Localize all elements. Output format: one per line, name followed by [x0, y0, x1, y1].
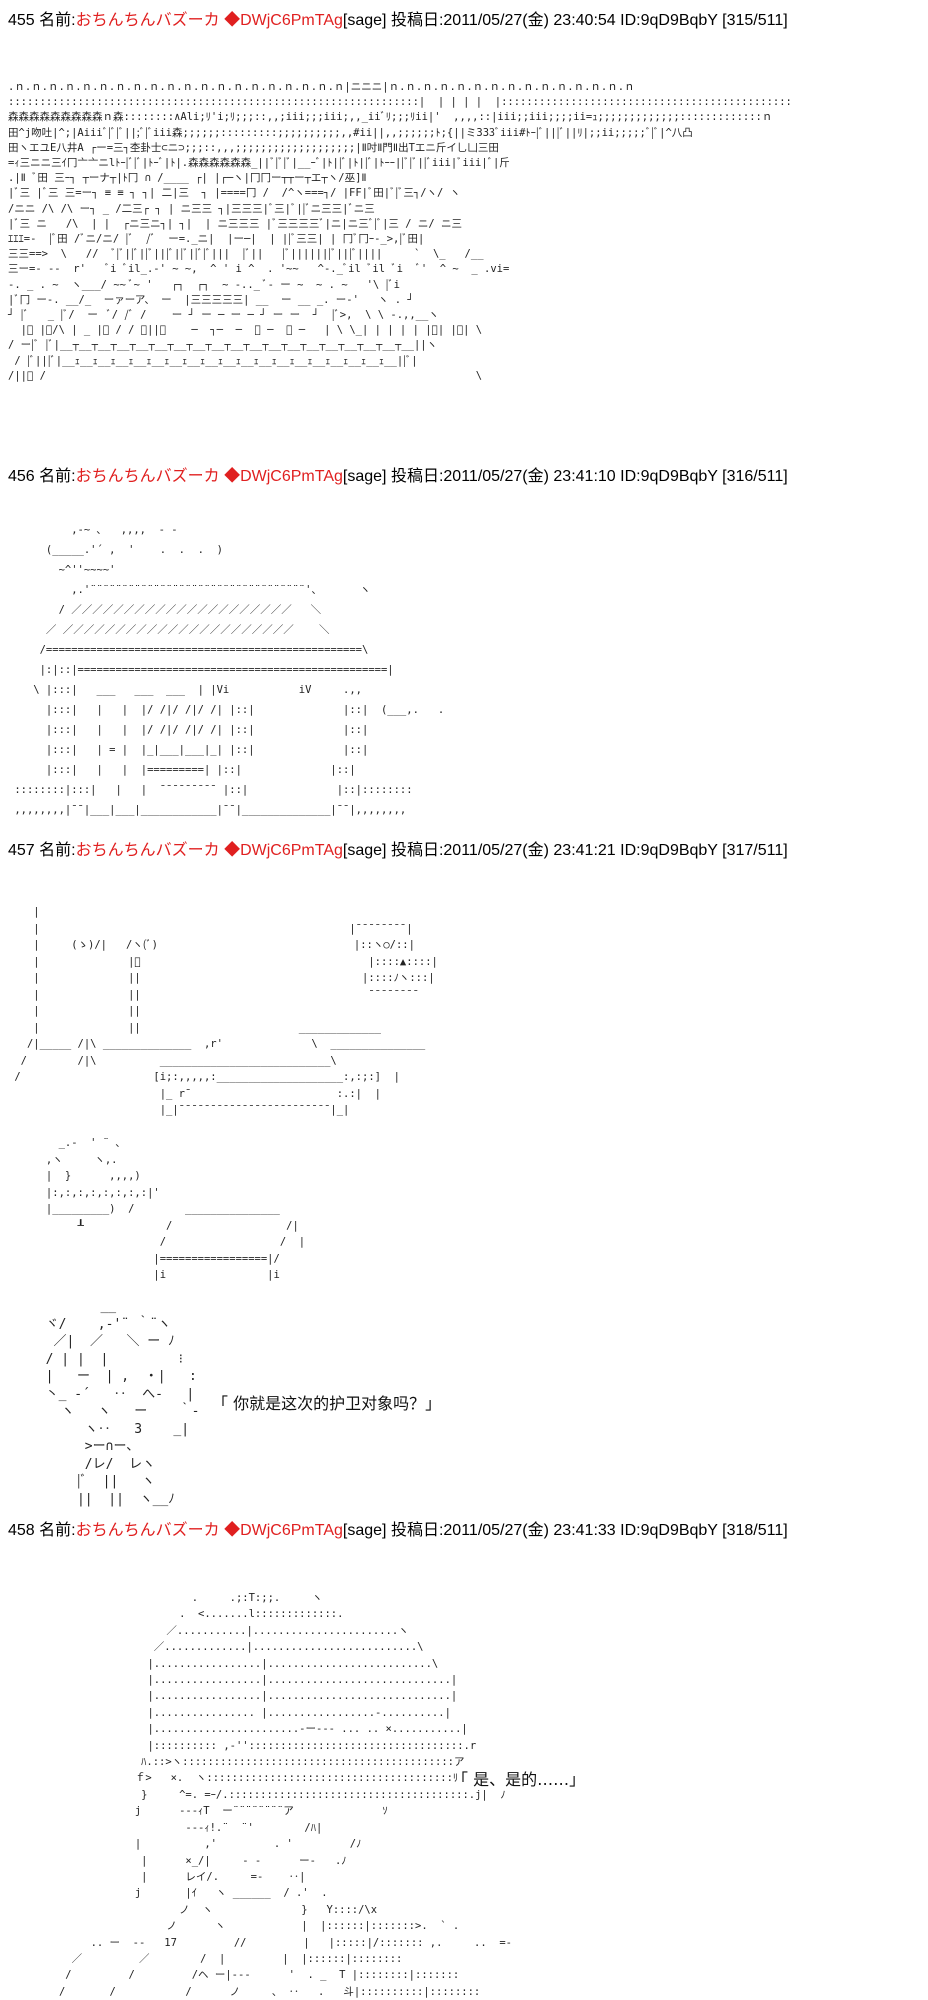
mail-field[interactable]: [sage]: [342, 468, 387, 485]
mail-field[interactable]: [sage]: [342, 1522, 387, 1539]
post-count: [318/511]: [722, 1522, 788, 1539]
house-ascii-art: ,-~ ､ ,,,, - - (_____.'´ , ' . . . ) ~^'…: [14, 524, 445, 816]
poster-id[interactable]: ID:9qD9BqbY: [620, 468, 718, 485]
room-ascii-art: | | |¯¯¯¯¯¯¯¯| | (ゝ)/| /ヽ(ﾞ) |::ヽ○/::| |…: [14, 906, 438, 1281]
post-header-458: 458 名前:おちんちんバズーカ ◆DWjC6PmTAg[sage] 投稿日:2…: [8, 1516, 788, 1540]
post-number[interactable]: 456: [8, 468, 35, 485]
post-date: 2011/05/27(金) 23:41:10: [443, 468, 616, 485]
date-label: 投稿日:: [390, 1522, 444, 1539]
poster-trip: ◆DWjC6PmTAg: [224, 1522, 343, 1539]
dialog-line-458: 「 是、是的……」: [452, 1770, 586, 1789]
poster-trip: ◆DWjC6PmTAg: [224, 468, 343, 485]
post-header-455: 455 名前:おちんちんバズーカ ◆DWjC6PmTAg[sage] 投稿日:2…: [8, 6, 788, 30]
name-label: 名前:: [39, 842, 76, 859]
poster-trip: ◆DWjC6PmTAg: [224, 842, 343, 859]
post-date: 2011/05/27(金) 23:40:54: [443, 12, 616, 29]
poster-trip: ◆DWjC6PmTAg: [224, 12, 343, 29]
date-label: 投稿日:: [390, 12, 444, 29]
poster-id[interactable]: ID:9qD9BqbY: [620, 1522, 718, 1539]
town-ascii-art: .ｎ.ｎ.ｎ.ｎ.ｎ.ｎ.ｎ.ｎ.ｎ.ｎ.ｎ.ｎ.ｎ.ｎ.ｎ.ｎ.ｎ.ｎ.ｎ.ｎ…: [8, 81, 792, 382]
poster-name[interactable]: おちんちんバズーカ: [75, 842, 220, 859]
post-number[interactable]: 458: [8, 1522, 35, 1539]
date-label: 投稿日:: [390, 842, 444, 859]
poster-id[interactable]: ID:9qD9BqbY: [620, 842, 718, 859]
post-header-456: 456 名前:おちんちんバズーカ ◆DWjC6PmTAg[sage] 投稿日:2…: [8, 462, 788, 486]
post-count: [316/511]: [722, 468, 788, 485]
mail-field[interactable]: [sage]: [342, 842, 387, 859]
name-label: 名前:: [39, 1522, 76, 1539]
dialog-line-457: 「 你就是这次的护卫对象吗？」: [212, 1394, 442, 1413]
post-date: 2011/05/27(金) 23:41:33: [443, 1522, 616, 1539]
post-count: [317/511]: [722, 842, 788, 859]
post-number[interactable]: 457: [8, 842, 35, 859]
poster-id[interactable]: ID:9qD9BqbY: [620, 12, 718, 29]
poster-name[interactable]: おちんちんバズーカ: [75, 1522, 220, 1539]
date-label: 投稿日:: [390, 468, 444, 485]
man-ascii-art: . .;:T:;;. ヽ . <.......l:::::::::::::. ／…: [58, 1592, 512, 1998]
name-label: 名前:: [39, 12, 76, 29]
post-header-457: 457 名前:おちんちんバズーカ ◆DWjC6PmTAg[sage] 投稿日:2…: [8, 836, 788, 860]
name-label: 名前:: [39, 468, 76, 485]
post-count: [315/511]: [722, 12, 788, 29]
poster-name[interactable]: おちんちんバズーカ: [75, 12, 220, 29]
mail-field[interactable]: [sage]: [342, 12, 387, 29]
post-number[interactable]: 455: [8, 12, 35, 29]
boy-ascii-art: __ ヾ/ ,-'¨ ｀¨ヽ ／| ／ ＼ ー ﾉ / | | | ⁝ | ー …: [45, 1299, 200, 1507]
post-date: 2011/05/27(金) 23:41:21: [443, 842, 616, 859]
poster-name[interactable]: おちんちんバズーカ: [75, 468, 220, 485]
